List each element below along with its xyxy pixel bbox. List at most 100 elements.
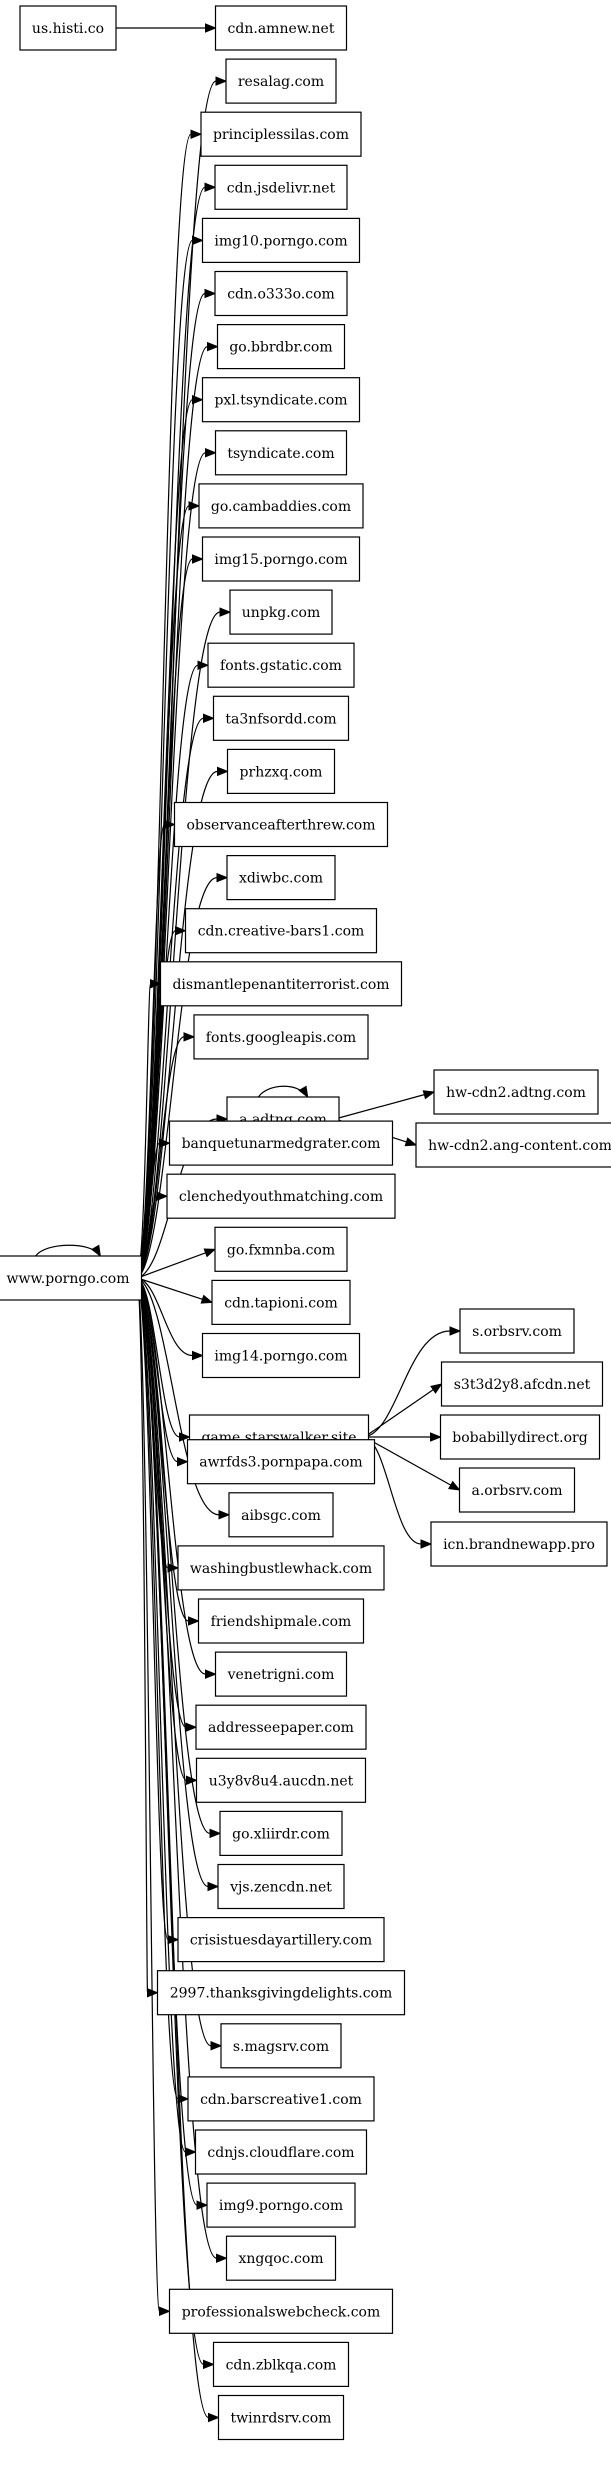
node-label: s.orbsrv.com — [472, 1324, 562, 1340]
edge-line — [137, 1277, 203, 1300]
node-box — [212, 695, 350, 741]
node-observ: observanceafterthrew.com — [173, 801, 389, 848]
node-cdnjs: cdnjs.cloudflare.com — [194, 2129, 368, 2175]
node-label: vjs.zencdn.net — [229, 1880, 332, 1896]
node-label: fonts.gstatic.com — [220, 658, 342, 674]
node-label: s.magsrv.com — [233, 2039, 329, 2055]
node-label: aibsgc.com — [241, 1508, 321, 1524]
edge-porngo-to-venet — [137, 1277, 217, 1679]
node-box — [201, 536, 361, 582]
edge-porngo-to-prhzxq — [137, 766, 229, 1279]
node-box — [214, 1651, 348, 1697]
node-addres: addresseepaper.com — [195, 1704, 367, 1750]
node-box — [166, 1173, 396, 1219]
node-box — [168, 2288, 394, 2334]
node-box — [439, 1414, 601, 1460]
node-label: crisistuesdayartillery.com — [190, 1933, 372, 1949]
edge-arrowhead — [208, 2412, 220, 2423]
node-gstatic: fonts.gstatic.com — [207, 642, 355, 688]
edge-arrowhead — [420, 1539, 433, 1549]
edge-porngo-to-bars1 — [137, 925, 187, 1279]
node-label: ta3nfsordd.com — [225, 711, 336, 727]
node-label: cdn.jsdelivr.net — [227, 180, 336, 196]
node-label: hw-cdn2.ang-content.com — [428, 1138, 611, 1154]
edge-arrowhead — [183, 1032, 196, 1042]
node-label: friendshipmale.com — [211, 1614, 352, 1630]
node-label: principlessilas.com — [213, 127, 349, 143]
edge-arrowhead — [204, 288, 217, 299]
node-box — [195, 1757, 367, 1803]
edge-porngo-to-prof — [136, 1277, 171, 2317]
edge-arrowhead — [190, 129, 203, 139]
node-label: xngqoc.com — [238, 2251, 323, 2267]
node-box — [214, 1226, 348, 1272]
edge-arrowhead — [177, 1456, 189, 1467]
edge-arrowhead — [209, 1828, 222, 1839]
node-aibsgc: aibsgc.com — [228, 1492, 334, 1538]
node-label: go.xliirdr.com — [232, 1826, 330, 1842]
edge-line — [137, 1277, 211, 1834]
edge-arrowhead — [298, 1085, 309, 1099]
edge-adtng-to-hwadtng — [334, 1090, 436, 1120]
node-box — [228, 1492, 334, 1538]
edge-porngo-to-tapioni — [137, 1277, 214, 1304]
node-label: us.histi.co — [32, 21, 104, 37]
node-xngqoc: xngqoc.com — [225, 2235, 337, 2281]
edge-line — [136, 1277, 149, 1994]
node-ta3n: ta3nfsordd.com — [212, 695, 350, 741]
edge-line — [136, 133, 192, 1279]
node-label: dismantlepenantiterrorist.com — [172, 977, 389, 993]
node-fxmnba: go.fxmnba.com — [214, 1226, 348, 1272]
edge-line — [136, 1277, 179, 2100]
node-label: awrfds3.pornpapa.com — [199, 1455, 362, 1471]
node-label: go.bbrdbr.com — [229, 340, 332, 356]
node-box — [156, 1970, 406, 2016]
edge-starsw-to-boba — [364, 1432, 442, 1442]
node-twinrd: twinrdsrv.com — [217, 2394, 345, 2441]
edge-porngo-to-fxmnba — [137, 1248, 217, 1279]
edge-porngo-to-xngqoc — [136, 1277, 228, 2263]
node-label: cdn.creative-bars1.com — [198, 924, 365, 940]
edge-arrowhead — [219, 607, 232, 617]
edge-arrowhead — [159, 1138, 171, 1148]
edge-line — [136, 1277, 198, 2206]
node-box — [194, 2129, 368, 2175]
node-hwadtng: hw-cdn2.adtng.com — [433, 1069, 599, 1115]
node-box — [159, 961, 403, 1007]
edge-arrowhead — [216, 872, 229, 883]
node-label: tsyndicate.com — [227, 446, 334, 462]
node-label: banquetunarmedgrater.com — [182, 1136, 381, 1152]
edges-layer — [35, 23, 462, 2423]
node-box — [186, 1439, 376, 1485]
node-box — [211, 1279, 351, 1326]
node-box — [430, 1521, 608, 1567]
node-label: pxl.tsyndicate.com — [214, 393, 347, 409]
edge-starsw-to-s3t3 — [364, 1383, 443, 1438]
node-principle: principlessilas.com — [200, 111, 362, 157]
node-awrfds: awrfds3.pornpapa.com — [186, 1439, 376, 1485]
edge-arrowhead — [203, 713, 215, 724]
node-dismantle: dismantlepenantiterrorist.com — [159, 961, 403, 1007]
edge-arrowhead — [215, 76, 228, 86]
node-label: www.porngo.com — [7, 1271, 130, 1287]
node-label: addresseepaper.com — [208, 1720, 354, 1736]
node-box — [433, 1069, 599, 1115]
node-box — [225, 58, 337, 104]
node-label: img14.porngo.com — [214, 1349, 347, 1365]
edge-line — [136, 1277, 187, 2153]
node-sorbsrv: s.orbsrv.com — [459, 1308, 575, 1354]
node-box — [177, 1916, 385, 1963]
edge-arrowhead — [430, 1383, 443, 1394]
edge-line — [334, 1094, 425, 1120]
node-box — [173, 801, 389, 848]
node-barsc1: cdn.barscreative1.com — [187, 2076, 375, 2122]
node-clenched: clenchedyouthmatching.com — [166, 1173, 396, 1219]
edge-line — [257, 1085, 307, 1098]
edge-line — [137, 770, 218, 1279]
node-bars1: cdn.creative-bars1.com — [184, 908, 378, 954]
node-box — [459, 1308, 575, 1354]
node-hwang: hw-cdn2.ang-content.com — [415, 1122, 611, 1168]
node-label: go.fxmnba.com — [227, 1242, 335, 1258]
node-box — [214, 430, 348, 476]
